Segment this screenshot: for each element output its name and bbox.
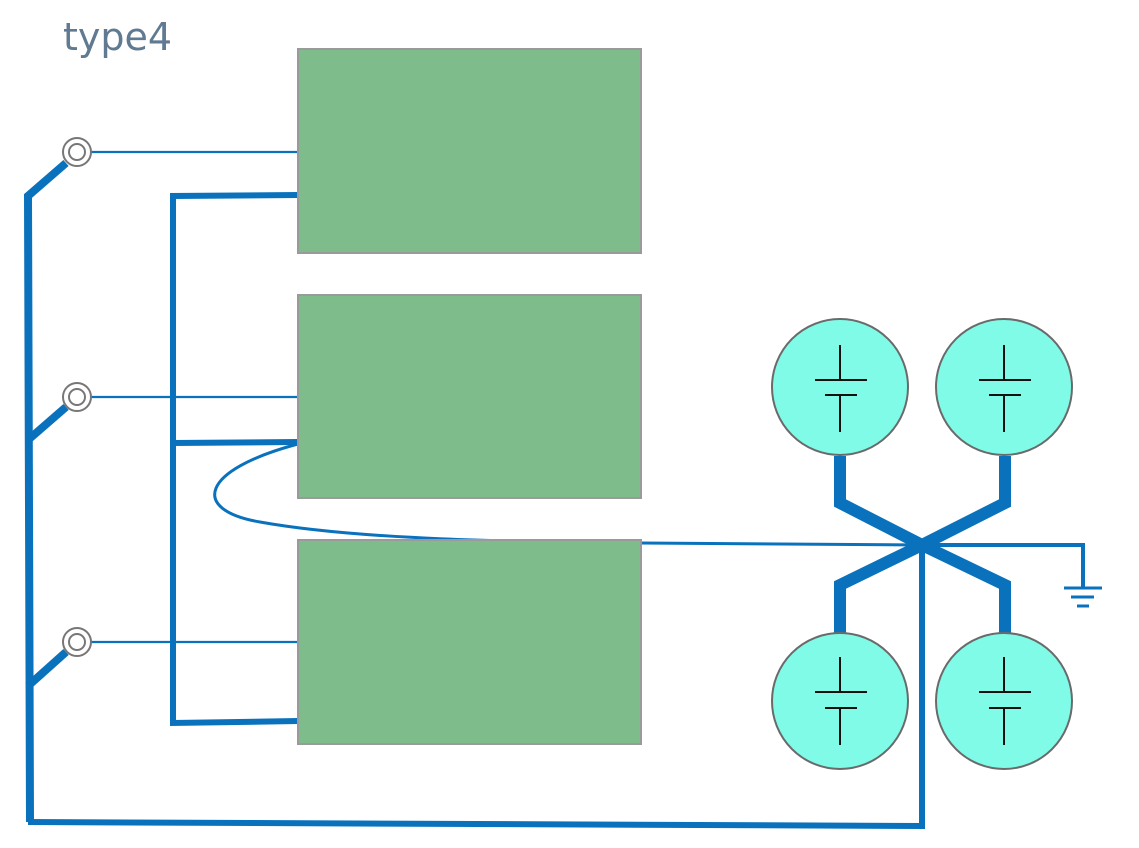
- left-bus-wire: [23, 159, 925, 830]
- inner-bus-wire: [170, 192, 299, 727]
- terminal-3[interactable]: [62, 627, 92, 657]
- block-3[interactable]: [297, 539, 642, 745]
- ground-icon: [1064, 586, 1102, 608]
- diagram-title: type4: [63, 15, 172, 59]
- cell-cross-wires: [834, 456, 1085, 633]
- cell-top-left[interactable]: [771, 318, 909, 456]
- battery-cell-icon: [815, 657, 867, 745]
- block-2[interactable]: [297, 294, 642, 499]
- battery-cell-icon: [979, 345, 1031, 432]
- block-1[interactable]: [297, 48, 642, 254]
- battery-cell-icon: [815, 345, 867, 432]
- cell-top-right[interactable]: [935, 318, 1073, 456]
- cell-bottom-right[interactable]: [935, 632, 1073, 770]
- battery-cell-icon: [979, 657, 1031, 745]
- terminal-wires: [90, 150, 298, 644]
- cell-bottom-left[interactable]: [771, 632, 909, 770]
- terminal-1[interactable]: [62, 137, 92, 167]
- terminal-2[interactable]: [62, 382, 92, 412]
